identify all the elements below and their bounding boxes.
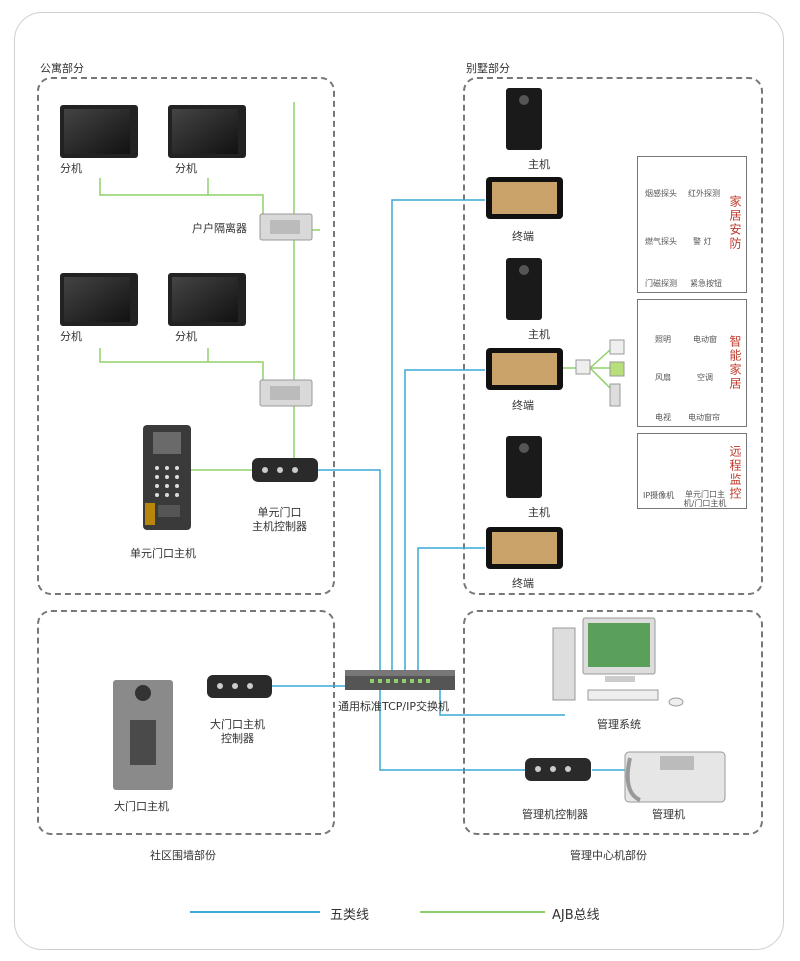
zone-villa-label: 别墅部分 [466, 62, 510, 75]
security-item: 烟感探头 [645, 189, 677, 198]
panel-remote [637, 433, 747, 509]
management-controller-label: 管理机控制器 [522, 808, 588, 821]
security-item: 燃气探头 [645, 237, 677, 246]
management-console-label: 管理机 [652, 808, 685, 821]
gate-door-panel [113, 680, 173, 790]
smart-home-item: 照明 [655, 335, 671, 344]
tcp-ip-switch [345, 670, 455, 690]
zone-villa [463, 77, 763, 595]
smart-home-item: 电动窗帘 [688, 413, 720, 422]
villa-host-label: 主机 [528, 506, 550, 519]
legend-cat5-label: 五类线 [330, 908, 370, 923]
isolator-label: 户户隔离器 [192, 222, 247, 235]
gate-controller-label: 大门口主机 控制器 [210, 718, 265, 745]
switch-label: 通用标准TCP/IP交换机 [338, 700, 449, 713]
panel-security [637, 156, 747, 293]
villa-terminal-label: 终端 [512, 230, 534, 243]
unit-door-panel [143, 425, 191, 530]
remote-title: 远程监控 [728, 445, 742, 501]
controllers [207, 458, 591, 781]
security-item: 紧急按钮 [690, 279, 722, 288]
zone-apartment-label: 公寓部分 [40, 62, 84, 75]
smart-accessories [575, 339, 625, 407]
unit-controller-label: 单元门口 主机控制器 [252, 506, 307, 533]
indoor-unit-label: 分机 [60, 330, 82, 343]
panel-smart-home [637, 299, 747, 427]
villa-host-label: 主机 [528, 158, 550, 171]
smart-home-title: 智能家居 [728, 335, 742, 391]
indoor-unit-label: 分机 [175, 162, 197, 175]
smart-home-item: 空调 [697, 373, 713, 382]
diagram-frame [14, 12, 784, 950]
security-item: 红外探测 [688, 189, 720, 198]
villa-terminal-label: 终端 [512, 399, 534, 412]
smart-home-item: 电动窗 [693, 335, 717, 344]
management-computer [552, 617, 684, 707]
unit-host-label: 单元门口主机 [130, 547, 196, 560]
security-item: 门磁探测 [645, 279, 677, 288]
smart-home-item: 风扇 [655, 373, 671, 382]
indoor-monitors [60, 105, 246, 326]
management-console [624, 751, 726, 803]
legend-ajb-label: AJB总线 [552, 908, 600, 923]
villa-host-label: 主机 [528, 328, 550, 341]
zone-management-label: 管理中心机部份 [570, 849, 647, 862]
security-title: 家居安防 [728, 195, 742, 251]
remote-item: IP摄像机 [643, 491, 675, 500]
zone-apartment [37, 77, 335, 595]
villa-devices [486, 88, 563, 569]
smart-home-item: 电视 [655, 413, 671, 422]
ajb-lines [99, 102, 611, 471]
security-item: 警 灯 [693, 237, 712, 246]
villa-terminal-label: 终端 [512, 577, 534, 590]
zone-management [463, 610, 763, 835]
isolators [259, 213, 313, 407]
management-system-label: 管理系统 [597, 718, 641, 731]
cat5-lines [272, 199, 625, 771]
indoor-unit-label: 分机 [60, 162, 82, 175]
indoor-unit-label: 分机 [175, 330, 197, 343]
gate-host-label: 大门口主机 [114, 800, 169, 813]
zone-community-label: 社区围墙部份 [150, 849, 216, 862]
remote-item: 单元门口主机/门口主机 [683, 490, 727, 508]
zone-community [37, 610, 335, 835]
